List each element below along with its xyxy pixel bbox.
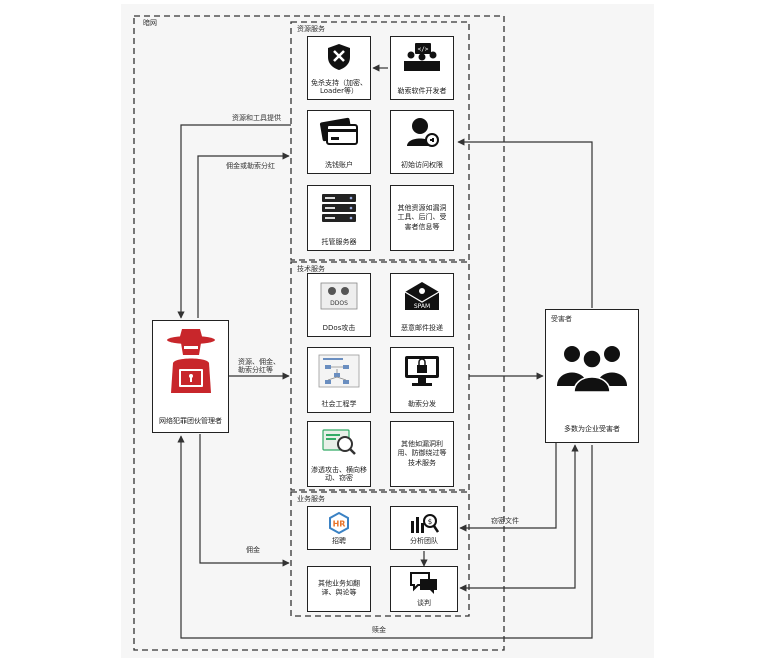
- node-initial-access-label: 初始访问权限: [401, 161, 443, 170]
- darknet-label: 暗网: [143, 19, 157, 27]
- analysis-icon: $: [411, 514, 439, 533]
- node-ransom-distribution-label: 勒索分发: [408, 400, 436, 409]
- business-region-label: 业务服务: [297, 495, 325, 503]
- node-gang-leader: 网络犯罪团伙管理者: [152, 320, 229, 433]
- spam-icon-text: SPAM: [414, 303, 430, 310]
- node-negotiation: 谈判: [390, 566, 458, 612]
- edge-label-resources-tools: 资源和工具提供: [232, 114, 281, 122]
- node-victims: 受害者 多数为企业受害者: [545, 309, 639, 443]
- shield-icon: [328, 44, 350, 70]
- node-ransomware-dev-label: 勒索软件开发者: [397, 87, 447, 96]
- node-ddos-label: DDos攻击: [322, 324, 356, 333]
- edge-label-ransom: 赎金: [372, 626, 386, 634]
- node-free-support: 免杀支持（加密、Loader等）: [307, 36, 371, 100]
- node-initial-access: 初始访问权限: [390, 110, 454, 174]
- node-laundering-label: 洗钱账户: [325, 161, 353, 170]
- darknet-region: [133, 15, 505, 651]
- edge-ransom: [177, 435, 593, 639]
- edge-commission-share: [197, 152, 290, 318]
- monitor-lock-icon: [405, 356, 439, 386]
- node-social-label: 社会工程学: [321, 400, 357, 409]
- edge-victims-to-access: [457, 138, 593, 308]
- edge-label-commission-share: 佣金或勒索分红: [226, 162, 275, 170]
- edge-label-stolen-files: 窃密文件: [491, 517, 519, 525]
- user-key-icon: [407, 118, 439, 147]
- chat-icon: [410, 572, 437, 594]
- hacker-icon: [166, 329, 215, 393]
- ddos-icon-text: DDOS: [330, 300, 348, 307]
- hr-icon-text: HR: [333, 520, 346, 529]
- developers-icon: </>: [404, 43, 440, 71]
- tech-region-label: 技术服务: [297, 265, 325, 273]
- edge-label-commission: 佣金: [246, 546, 260, 554]
- node-negotiation-label: 谈判: [417, 599, 431, 608]
- edge-label-resources-commission: 资源、佣金、勒索分红等: [238, 358, 280, 375]
- node-ddos: DDOS DDos攻击: [307, 273, 371, 337]
- node-analysis-label: 分析团队: [410, 537, 438, 546]
- node-social: 社会工程学: [307, 347, 371, 413]
- group-icon: [557, 346, 627, 392]
- node-hosting: 托管服务器: [307, 185, 371, 251]
- node-spam-label: 恶意邮件投递: [401, 324, 443, 333]
- node-ransomware-dev: </> 勒索软件开发者: [390, 36, 454, 100]
- server-icon: [322, 194, 356, 222]
- node-laundering: 洗钱账户: [307, 110, 371, 174]
- node-ransom-distribution: 勒索分发: [390, 347, 454, 413]
- node-other-resources: 其他资源如漏洞工具、后门、受害者信息等: [390, 185, 454, 251]
- node-pentest-label: 渗透攻击、横向移动、窃密: [311, 465, 367, 483]
- node-victims-label: 多数为企业受害者: [564, 425, 620, 434]
- node-other-business-label: 其他业务如翻译、舆论等: [318, 579, 360, 597]
- node-free-support-label: 免杀支持（加密、Loader等）: [311, 78, 367, 96]
- node-other-resources-label: 其他资源如漏洞工具、后门、受害者信息等: [397, 203, 447, 231]
- pentest-icon: [322, 429, 356, 455]
- node-hosting-label: 托管服务器: [321, 238, 357, 247]
- node-recruit-label: 招聘: [332, 537, 346, 546]
- node-other-tech-label: 其他如漏洞利用、防御绕过等技术服务: [397, 439, 447, 467]
- ddos-icon: DDOS: [320, 282, 358, 310]
- edge-stolen-files: [459, 443, 557, 532]
- node-gang-leader-label: 网络犯罪团伙管理者: [159, 417, 222, 426]
- spam-mail-icon: SPAM: [404, 282, 440, 310]
- edge-resources-tools: [177, 124, 291, 319]
- node-spam: SPAM 恶意邮件投递: [390, 273, 454, 337]
- node-other-tech: 其他如漏洞利用、防御绕过等技术服务: [390, 421, 454, 487]
- hr-icon: HR: [329, 511, 349, 535]
- edge-negotiation-victims: [459, 444, 579, 592]
- node-analysis: $ 分析团队: [390, 506, 458, 550]
- svg-text:$: $: [428, 518, 432, 526]
- node-recruit: HR 招聘: [307, 506, 371, 550]
- svg-text:</>: </>: [418, 46, 429, 53]
- resource-region: [290, 21, 470, 261]
- edge-commission: [199, 434, 290, 567]
- resource-region-label: 资源服务: [297, 25, 325, 33]
- node-pentest: 渗透攻击、横向移动、窃密: [307, 421, 371, 487]
- social-engineering-icon: [318, 354, 360, 388]
- credit-card-icon: [319, 117, 358, 145]
- node-other-business: 其他业务如翻译、舆论等: [307, 566, 371, 612]
- node-victims-title: 受害者: [551, 315, 572, 323]
